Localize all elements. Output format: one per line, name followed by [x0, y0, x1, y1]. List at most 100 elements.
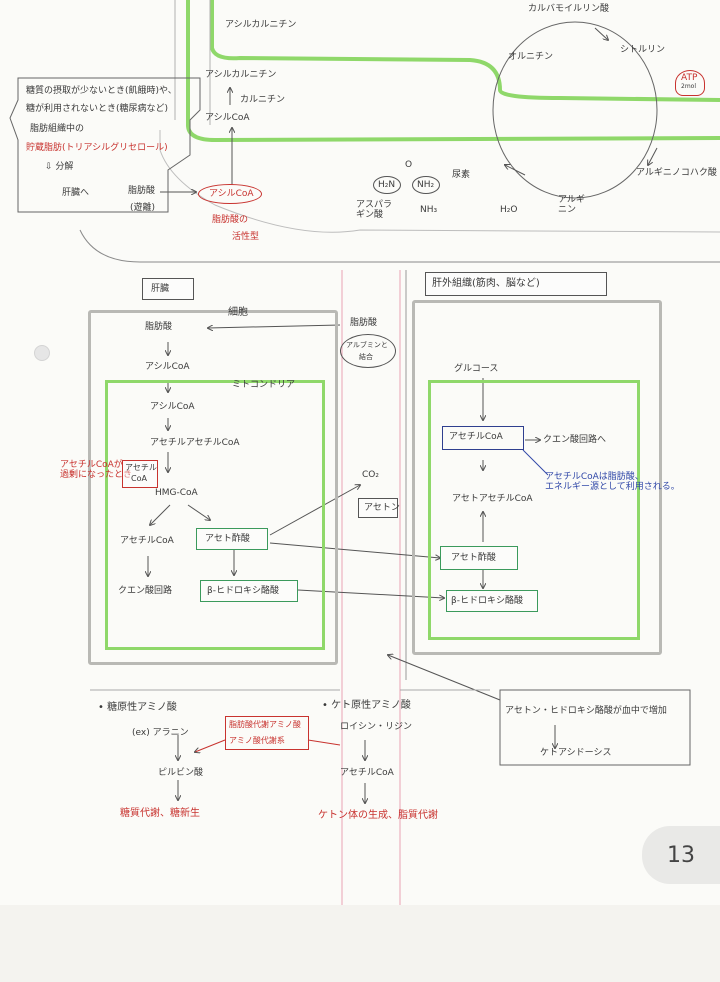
- extra-acetoacetyl-coa-label: アセトアセチルCoA: [452, 494, 533, 504]
- ketone-note-text: アセトン・ヒドロキシ酪酸が血中で増加: [505, 706, 667, 716]
- blood-fatty-acid-label: 脂肪酸: [350, 318, 378, 328]
- extra-cell-box: [412, 300, 662, 655]
- h2o-label: H₂O: [500, 205, 518, 215]
- gluco-mid-1: 脂肪酸代謝アミノ酸: [229, 720, 301, 729]
- citrulline-label: シトルリン: [620, 45, 666, 55]
- acetone-box: アセトン: [358, 498, 400, 518]
- activation-line-1: 脂肪酸の: [212, 215, 249, 225]
- gluco-mid-2: アミノ酸代謝系: [229, 736, 285, 745]
- nh2-circle: NH₂: [412, 176, 440, 194]
- condition-line-3: 脂肪組織中の: [30, 124, 85, 134]
- extra-acetoacetate-box: アセト酢酸: [440, 546, 518, 570]
- acyl-carnitine-label: アシルカルニチン: [205, 70, 277, 80]
- extra-label-box: 肝外組織(筋肉、脳など): [425, 272, 607, 296]
- extra-mitochondria-box: [428, 380, 640, 640]
- acetoacetyl-coa-label: アセチルアセチルCoA: [150, 438, 240, 448]
- acetyl-coa-small-2: CoA: [131, 474, 147, 483]
- activation-line-2: 活性型: [232, 232, 260, 242]
- carnitine-label: カルニチン: [240, 95, 286, 105]
- extra-beta-hb-box: β-ヒドロキシ酪酸: [446, 590, 538, 612]
- ketone-increase-note: アセトン・ヒドロキシ酪酸が血中で増加: [505, 706, 667, 716]
- aspartate-label: アスパラ ギン酸: [356, 200, 392, 221]
- acetone-label: アセトン: [364, 503, 400, 513]
- liver-beta-hb-box: β-ヒドロキシ酪酸: [200, 580, 298, 602]
- pyruvate-label: ピルビン酸: [158, 768, 204, 778]
- arginine-b1: アルギ: [558, 195, 585, 205]
- gluco-mid-box: 脂肪酸代謝アミノ酸 アミノ酸代謝系: [225, 716, 309, 750]
- aspartate-1: アスパラ: [356, 200, 393, 210]
- liver-acyl-coa-2-label: アシルCoA: [150, 402, 195, 412]
- condition-line-2: 糖が利用されないとき(糖尿病など): [26, 104, 168, 114]
- carbamoyl-phosphate-label: カルバモイルリン酸: [528, 4, 610, 14]
- acyl-coa-red-ellipse: アシルCoA: [198, 184, 262, 204]
- gluconeogenesis-label: 糖質代謝、糖新生: [120, 808, 200, 819]
- glucose-label: グルコース: [454, 364, 499, 374]
- aspartate-2: ギン酸: [356, 210, 384, 221]
- liver-fatty-acid-label: 脂肪酸: [145, 322, 173, 332]
- arginine-b2: ニン: [558, 205, 577, 216]
- breakdown-label: ⇩ 分解: [45, 162, 74, 172]
- condition-2-text: 糖が利用されないとき(糖尿病など): [26, 104, 169, 114]
- page-number: 13: [667, 842, 695, 868]
- acyl-coa-label: アシルCoA: [205, 113, 250, 123]
- h2n-label: H₂N: [378, 180, 396, 190]
- liver-label: 肝臓: [151, 284, 170, 294]
- notebook-page: アシルカルニチン カルバモイルリン酸 オルニチン シトルリン ATP 2mol …: [9, 0, 720, 905]
- h2n-circle: H₂N: [373, 176, 401, 194]
- acetyl-coa-small-box: アセチル CoA: [122, 460, 158, 488]
- condition-line-1: 糖質の摂取が少ないとき(飢餓時)や、: [26, 86, 177, 96]
- extra-tca-label: クエン酸回路へ: [543, 435, 607, 445]
- bottom-acetyl-coa-label: アセチルCoA: [340, 768, 394, 778]
- excess-note: アセチルCoAが 過剰になったとき: [60, 460, 132, 481]
- ketogenic-example: ロイシン・リジン: [340, 722, 413, 732]
- excess-note-1: アセチルCoAが: [60, 460, 123, 470]
- breakdown-text: 分解: [55, 162, 74, 172]
- ketogenic-title-text: ケト原性アミノ酸: [331, 700, 411, 711]
- liver-beta-hb-label: β-ヒドロキシ酪酸: [207, 586, 279, 596]
- glucogenic-example: (ex) アラニン: [132, 728, 189, 738]
- extra-acetyl-coa-box: アセチルCoA: [442, 426, 524, 450]
- excess-note-2: 過剰になったとき: [60, 470, 133, 481]
- ketogenic-title: • ケト原性アミノ酸: [322, 700, 411, 711]
- arginine-label-b: アルギ ニン: [558, 195, 585, 216]
- extra-acetoacetate-label: アセト酢酸: [451, 553, 496, 563]
- extra-note-2: エネルギー源として利用される。: [545, 482, 680, 493]
- argininosuccinate-label: アルギニノコハク酸: [636, 168, 717, 178]
- liver-acetoacetate-label: アセト酢酸: [205, 534, 250, 544]
- extra-label: 肝外組織(筋肉、脳など): [432, 278, 540, 289]
- liver-acyl-coa-label: アシルCoA: [145, 362, 190, 372]
- atp-sub: 2mol: [681, 83, 696, 90]
- glucogenic-title-text: 糖原性アミノ酸: [107, 702, 177, 713]
- extra-note-1: アセチルCoAは脂肪酸、: [545, 472, 644, 482]
- nh2-label: NH₂: [417, 180, 435, 190]
- acetyl-coa-small-1: アセチル: [125, 463, 157, 472]
- diagram-lines: [9, 0, 720, 905]
- binder-hole: [34, 345, 50, 361]
- extra-note: アセチルCoAは脂肪酸、 エネルギー源として利用される。: [545, 472, 680, 493]
- mitochondria-label: ミトコンドリア: [232, 380, 296, 390]
- urea-label: 尿素: [452, 170, 471, 180]
- co2-label: CO₂: [362, 470, 379, 480]
- extra-beta-hb-label: β-ヒドロキシ酪酸: [451, 596, 523, 606]
- condition-line-4: 貯蔵脂肪(トリアシルグリセロール): [26, 143, 168, 153]
- acyl-carnitine-top-label: アシルカルニチン: [225, 20, 297, 30]
- liver-cell-box: [88, 310, 338, 665]
- liver-mitochondria-box: [105, 380, 325, 650]
- fatty-acid-label: 脂肪酸: [128, 186, 156, 196]
- glucogenic-title: • 糖原性アミノ酸: [98, 702, 177, 713]
- urea-o: O: [405, 160, 413, 170]
- albumin-2: 結合: [359, 353, 373, 361]
- ketone-result-label: ケトン体の生成、脂質代謝: [318, 810, 438, 821]
- nh3-label: NH₃: [420, 205, 438, 215]
- extra-acetyl-coa-label: アセチルCoA: [449, 432, 503, 442]
- albumin-1: アルブミンと: [346, 341, 388, 349]
- page-number-badge: 13: [642, 826, 720, 884]
- to-liver-label: 肝臓へ: [62, 188, 90, 198]
- liver-tca-label: クエン酸回路: [118, 586, 173, 596]
- liver-acetyl-coa-label: アセチルCoA: [120, 536, 174, 546]
- atp-label: ATP: [681, 73, 698, 83]
- liver-label-box: 肝臓: [142, 278, 194, 300]
- hmg-coa-label: HMG-CoA: [155, 488, 198, 498]
- albumin-circle: アルブミンと 結合: [340, 334, 396, 368]
- acyl-coa-red-label: アシルCoA: [209, 189, 254, 199]
